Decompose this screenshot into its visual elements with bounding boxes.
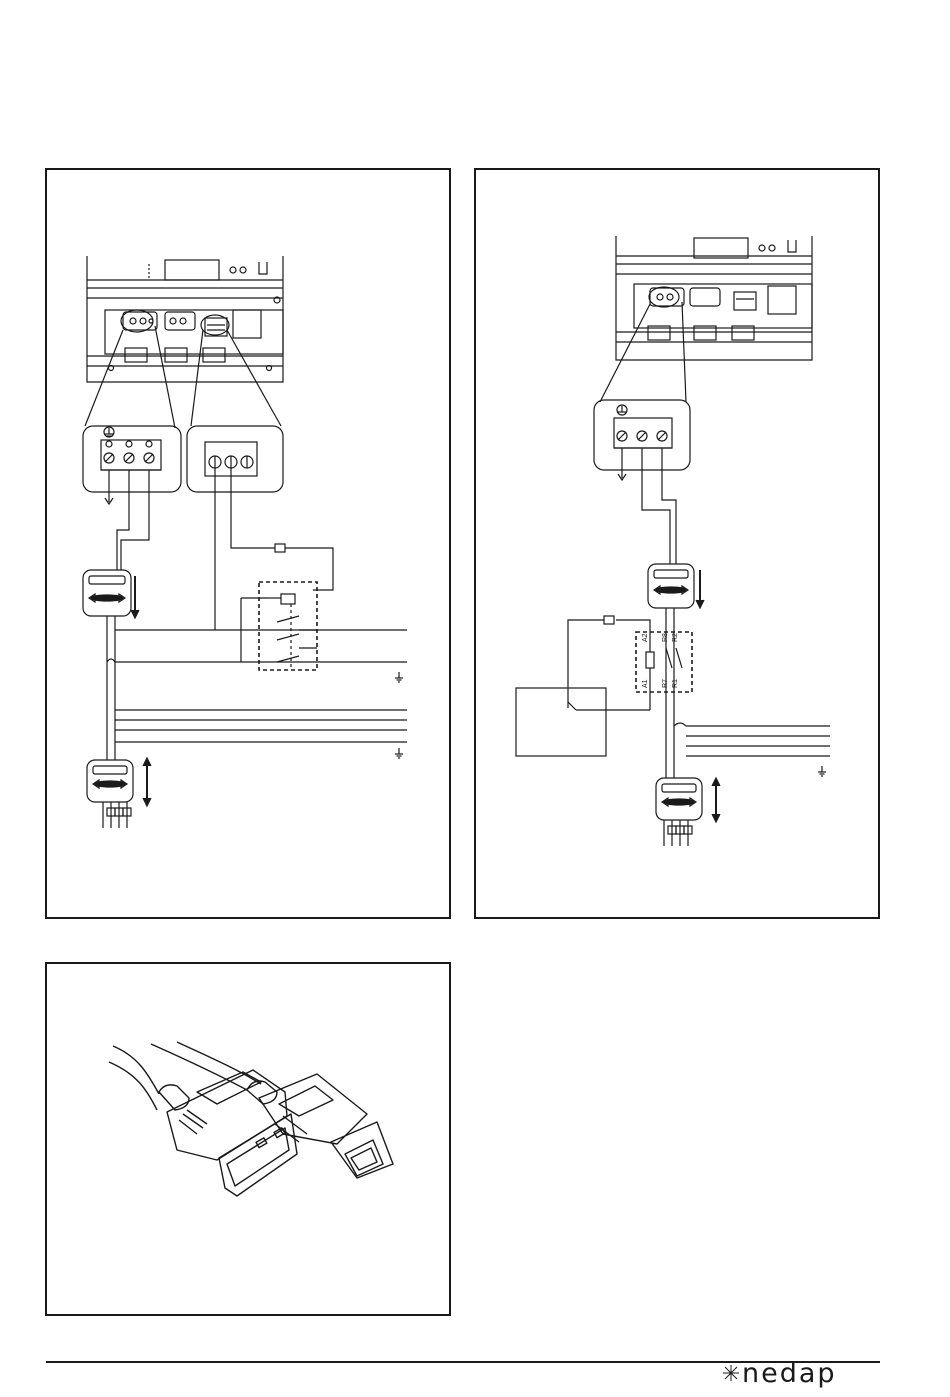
star-icon	[722, 1364, 740, 1382]
relay-label-a2: A2	[642, 633, 649, 642]
relay-label-r8: R8	[662, 633, 669, 642]
usb-type-a-plug	[159, 1070, 297, 1196]
ground-symbol-lower	[395, 748, 403, 758]
relay-label-r2: R2	[672, 633, 679, 642]
wiring-diagram-left	[47, 170, 449, 917]
ground-symbol-upper	[395, 672, 403, 682]
brand-name: nedap	[742, 1359, 837, 1389]
usb-type-b-plug	[247, 1074, 393, 1178]
relay-label-r1: R1	[672, 679, 679, 688]
control-board	[85, 256, 283, 428]
relay-unit	[215, 468, 333, 670]
wiring-diagram-right-panel: A2 R8 R2 A1 R7 R1	[474, 168, 880, 919]
relay-label-a1: A1	[642, 679, 649, 688]
control-board	[600, 236, 812, 402]
ground-symbol	[818, 766, 826, 776]
relay-terminal-block	[187, 426, 283, 492]
usb-cable-illustration	[47, 964, 449, 1314]
usb-cable-panel	[45, 962, 451, 1316]
wiring-diagram-right: A2 R8 R2 A1 R7 R1	[476, 170, 878, 917]
brand-logo: nedap	[722, 1364, 882, 1394]
relay-label-r7: R7	[662, 679, 669, 688]
wiring-diagram-left-panel	[45, 168, 451, 919]
left-wires	[83, 470, 407, 828]
earth-terminal-block	[83, 426, 181, 492]
